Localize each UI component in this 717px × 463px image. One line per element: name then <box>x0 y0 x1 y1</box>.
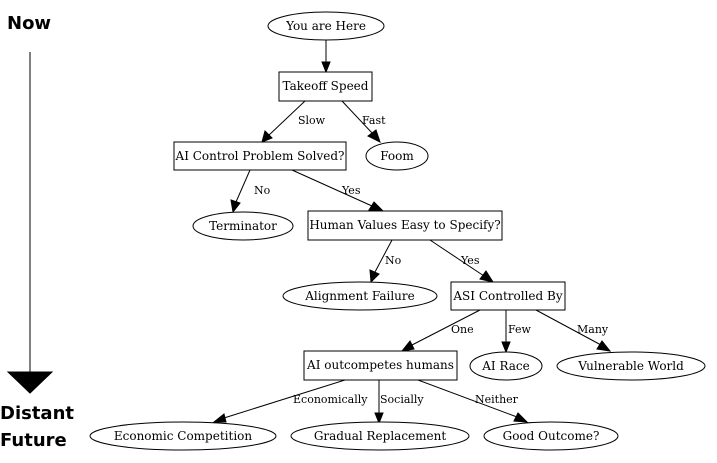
edges: Slow Fast No Yes No Yes One Few Many <box>212 40 612 425</box>
node-alignment-failure-label: Alignment Failure <box>304 289 415 303</box>
timeline-future-label: Future <box>0 430 67 451</box>
node-asi-controlled: ASI Controlled By <box>450 281 566 311</box>
edge-yes1-arrow <box>368 201 385 212</box>
edge-slow-label: Slow <box>298 114 326 127</box>
edge-no2-arrow <box>369 269 380 284</box>
edge-no1-arrow <box>230 199 241 214</box>
edge-socially-label: Socially <box>380 393 424 406</box>
timeline: Now Distant Future <box>0 13 74 451</box>
edge-no2 <box>374 239 393 273</box>
edge-economically <box>223 379 346 419</box>
edge-neither-arrow <box>513 412 529 423</box>
node-alignment-failure: Alignment Failure <box>282 281 438 311</box>
node-good-outcome-label: Good Outcome? <box>503 429 600 443</box>
edge-slow-arrow <box>261 130 273 143</box>
node-gradual-replacement: Gradual Replacement <box>290 421 470 451</box>
edge-many <box>535 309 602 346</box>
edge-fast <box>341 100 374 135</box>
node-ai-outcompetes-label: AI outcompetes humans <box>306 358 454 372</box>
node-ai-race: AI Race <box>469 351 543 381</box>
node-terminator-label: Terminator <box>209 219 277 233</box>
node-gradual-replacement-label: Gradual Replacement <box>314 429 447 443</box>
node-vulnerable-world-label: Vulnerable World <box>577 359 684 373</box>
node-economic-competition-label: Economic Competition <box>114 429 253 443</box>
edge-fast-arrow <box>367 129 381 143</box>
edge-fast-label: Fast <box>362 114 386 127</box>
edge-one-label: One <box>451 323 474 336</box>
edge-many-arrow <box>596 340 612 352</box>
node-good-outcome: Good Outcome? <box>483 421 619 451</box>
edge-few-label: Few <box>508 323 532 336</box>
edge-one-arrow <box>400 340 415 352</box>
node-control-solved: AI Control Problem Solved? <box>173 141 347 171</box>
edge-neither-label: Neither <box>475 393 519 406</box>
node-values-easy: Human Values Easy to Specify? <box>307 210 503 241</box>
timeline-now-label: Now <box>7 13 51 34</box>
edge-no1-label: No <box>254 184 271 197</box>
node-takeoff-speed-label: Takeoff Speed <box>283 79 369 93</box>
edge-yes1-label: Yes <box>341 184 361 197</box>
node-foom-label: Foom <box>380 149 414 163</box>
edge-slow <box>267 100 306 137</box>
edge-socially-arrow <box>374 412 384 425</box>
nodes: You are Here Takeoff Speed AI Control Pr… <box>89 11 706 451</box>
timeline-distant-label: Distant <box>0 403 74 424</box>
edge-here-takeoff-arrow <box>321 61 331 74</box>
timeline-arrowhead-icon <box>6 371 54 394</box>
node-you-are-here: You are Here <box>267 11 385 41</box>
edge-one <box>411 309 481 346</box>
node-economic-competition: Economic Competition <box>89 421 277 451</box>
edge-economically-arrow <box>212 413 227 423</box>
edge-few-arrow <box>501 341 511 354</box>
edge-yes2-label: Yes <box>460 254 480 267</box>
edge-no1 <box>235 169 251 203</box>
node-foom: Foom <box>365 141 429 171</box>
node-you-are-here-label: You are Here <box>285 19 366 33</box>
node-control-solved-label: AI Control Problem Solved? <box>175 149 345 163</box>
node-terminator: Terminator <box>192 211 294 241</box>
node-ai-race-label: AI Race <box>481 359 530 373</box>
edge-neither <box>417 379 518 418</box>
edge-yes2 <box>429 239 485 277</box>
edge-yes2-arrow <box>479 270 495 283</box>
node-takeoff-speed: Takeoff Speed <box>278 71 373 102</box>
node-asi-controlled-label: ASI Controlled By <box>452 289 562 303</box>
node-values-easy-label: Human Values Easy to Specify? <box>309 218 500 232</box>
edge-yes1 <box>291 169 373 207</box>
node-vulnerable-world: Vulnerable World <box>556 351 706 381</box>
node-ai-outcompetes: AI outcompetes humans <box>303 350 458 381</box>
edge-many-label: Many <box>577 323 609 336</box>
edge-no2-label: No <box>385 254 402 267</box>
edge-economically-label: Economically <box>293 393 368 406</box>
